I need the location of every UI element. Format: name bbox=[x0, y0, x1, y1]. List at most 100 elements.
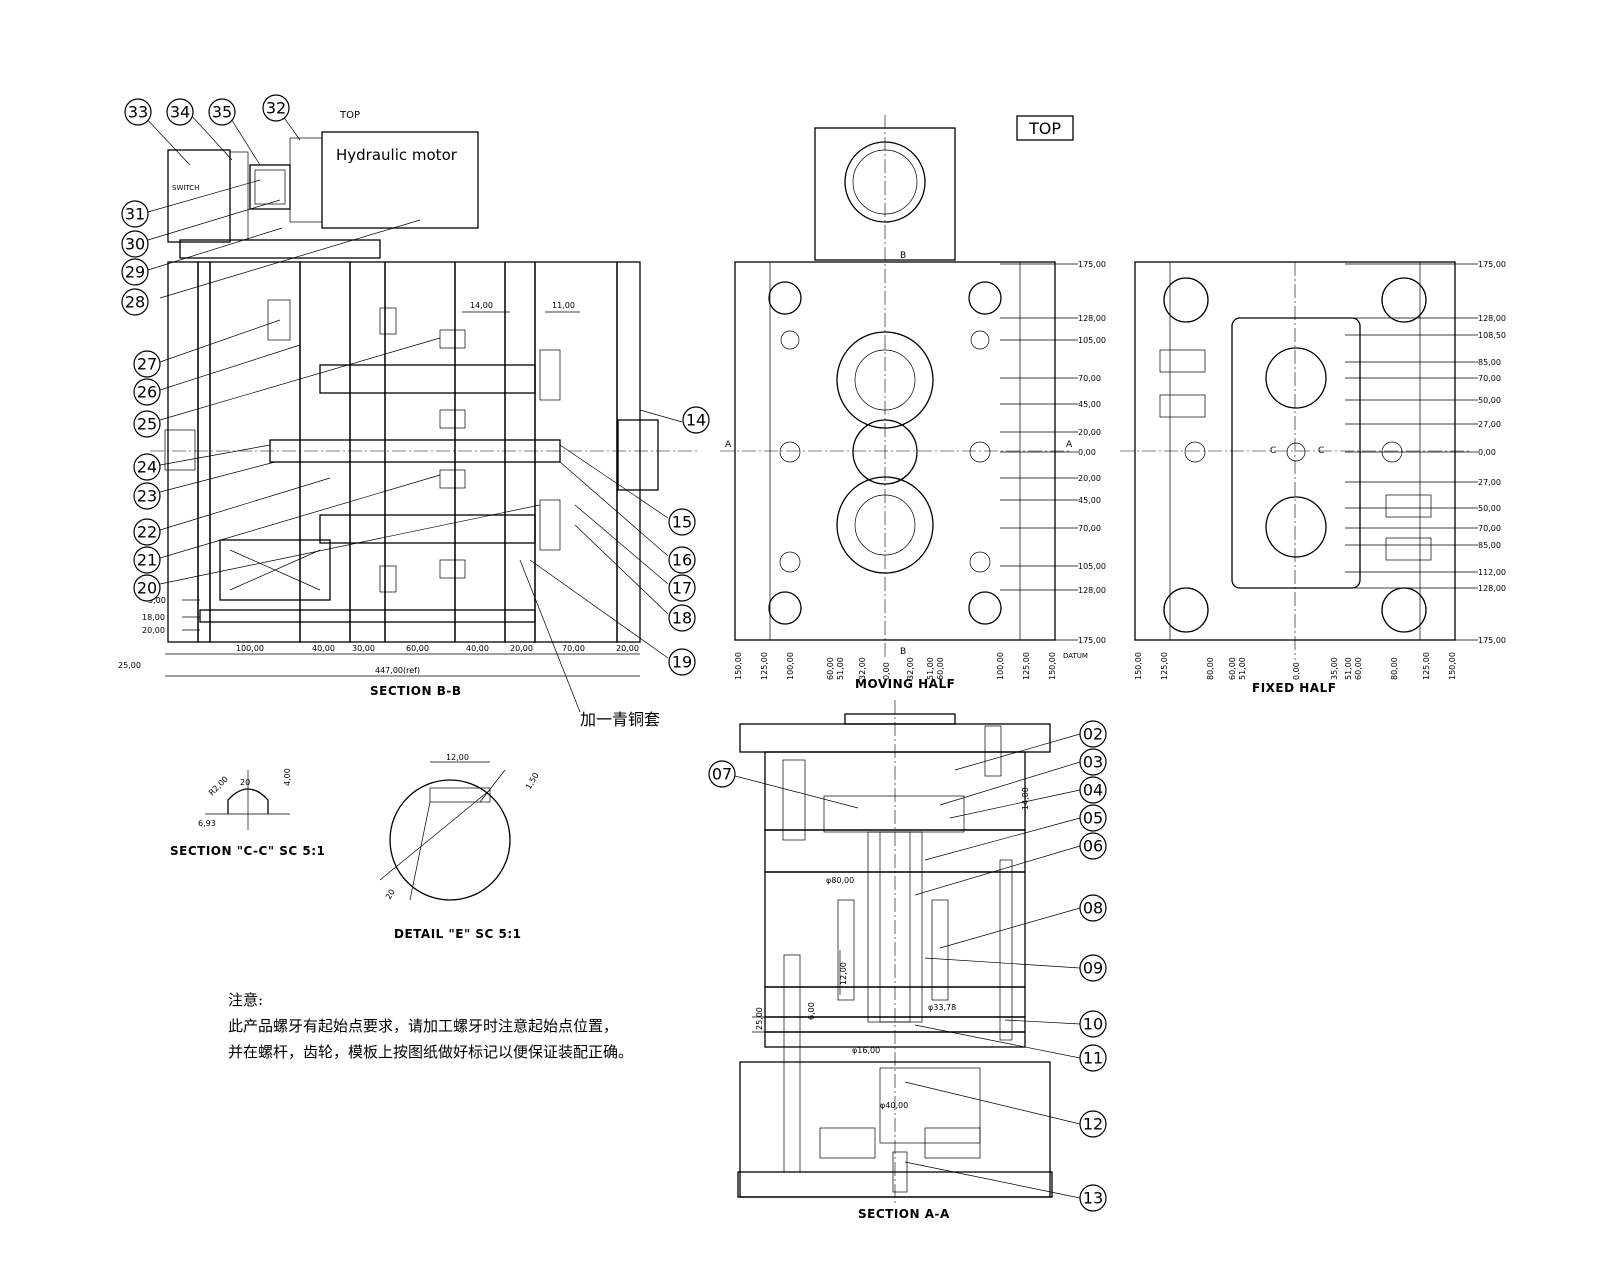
part-balloons: 33 34 35 32 31 30 29 28 27 26 25 24 23 2… bbox=[121, 94, 1107, 1212]
section-cc-title: SECTION "C-C" SC 5:1 bbox=[170, 844, 325, 858]
copper-sleeve-note: 加一青铜套 bbox=[580, 710, 660, 729]
balloon-03: 03 bbox=[1079, 748, 1107, 776]
moving-right-dim-6: 20,00 bbox=[1078, 428, 1101, 437]
svg-text:24: 24 bbox=[137, 458, 157, 477]
fixed-bottom-dims: 150,00 125,00 80,00 60,00 51,00 0,00 35,… bbox=[1134, 652, 1457, 680]
moving-right-dim-13: 175,00 bbox=[1078, 636, 1106, 645]
aa-dim-2: 12,00 bbox=[839, 962, 848, 985]
fixed-right-dim-13: 112,00 bbox=[1478, 568, 1506, 577]
svg-text:150,00: 150,00 bbox=[1048, 652, 1057, 680]
balloon-05: 05 bbox=[1079, 804, 1107, 832]
bb-dim-7: 100,00 bbox=[236, 644, 264, 653]
balloon-17: 17 bbox=[668, 574, 696, 602]
svg-text:B: B bbox=[900, 251, 906, 261]
svg-text:19: 19 bbox=[672, 653, 692, 672]
top-box: TOP bbox=[1016, 115, 1074, 141]
bb-dim-12: 20,00 bbox=[510, 644, 533, 653]
svg-text:150,00: 150,00 bbox=[734, 652, 743, 680]
svg-text:07: 07 bbox=[712, 765, 732, 784]
aa-dim-7: φ40,00 bbox=[880, 1101, 908, 1110]
svg-text:02: 02 bbox=[1083, 725, 1103, 744]
svg-text:08: 08 bbox=[1083, 899, 1103, 918]
bb-dim-11: 40,00 bbox=[466, 644, 489, 653]
svg-text:51,00: 51,00 bbox=[1344, 657, 1353, 680]
moving-right-dim-8: 20,00 bbox=[1078, 474, 1101, 483]
balloon-32: 32 bbox=[262, 94, 290, 122]
datum-label: DATUM bbox=[1063, 652, 1088, 660]
section-aa-title: SECTION A-A bbox=[858, 1207, 950, 1221]
svg-text:60,00: 60,00 bbox=[826, 657, 835, 680]
fixed-right-dim-5: 70,00 bbox=[1478, 374, 1501, 383]
svg-text:09: 09 bbox=[1083, 959, 1103, 978]
svg-text:125,00: 125,00 bbox=[1022, 652, 1031, 680]
fixed-half-view: 175,00 128,00 108,50 85,00 70,00 50,00 2… bbox=[1120, 260, 1506, 695]
bb-leaders bbox=[141, 111, 683, 713]
balloon-09: 09 bbox=[1079, 954, 1107, 982]
note-title: 注意: bbox=[228, 991, 264, 1009]
section-bb-title: SECTION B-B bbox=[370, 684, 462, 698]
bb-dim-15: 447,00(ref) bbox=[375, 666, 420, 675]
svg-text:05: 05 bbox=[1083, 809, 1103, 828]
fixed-right-dim-8: 0,00 bbox=[1478, 448, 1496, 457]
svg-text:03: 03 bbox=[1083, 753, 1103, 772]
balloon-14: 14 bbox=[682, 406, 710, 434]
svg-text:60,00: 60,00 bbox=[1354, 657, 1363, 680]
svg-text:150,00: 150,00 bbox=[1134, 652, 1143, 680]
bb-dim-5: 20,00 bbox=[142, 626, 165, 635]
fixed-right-dim-2: 128,00 bbox=[1478, 314, 1506, 323]
balloon-02: 02 bbox=[1079, 720, 1107, 748]
fixed-right-dim-7: 27,00 bbox=[1478, 420, 1501, 429]
svg-text:30: 30 bbox=[125, 235, 145, 254]
e-dim-2: 1,50 bbox=[524, 771, 541, 791]
aa-dim-lines bbox=[752, 950, 1000, 1063]
hydraulic-motor-label: Hydraulic motor bbox=[336, 146, 458, 164]
svg-text:35,00: 35,00 bbox=[1330, 657, 1339, 680]
svg-text:TOP: TOP bbox=[1028, 119, 1061, 138]
aa-dim-1: φ80,00 bbox=[826, 876, 854, 885]
moving-right-dim-11: 105,00 bbox=[1078, 562, 1106, 571]
svg-text:29: 29 bbox=[125, 263, 145, 282]
bb-dim-1: 14,00 bbox=[470, 301, 493, 310]
balloon-28: 28 bbox=[121, 288, 149, 316]
fixed-half-title: FIXED HALF bbox=[1252, 681, 1336, 695]
balloon-21: 21 bbox=[133, 546, 161, 574]
svg-text:51,00: 51,00 bbox=[926, 657, 935, 680]
svg-text:A: A bbox=[725, 440, 732, 450]
svg-text:125,00: 125,00 bbox=[1422, 652, 1431, 680]
moving-right-dim-2: 128,00 bbox=[1078, 314, 1106, 323]
svg-text:15: 15 bbox=[672, 513, 692, 532]
svg-text:80,00: 80,00 bbox=[1206, 657, 1215, 680]
fixed-right-dim-14: 128,00 bbox=[1478, 584, 1506, 593]
balloon-07: 07 bbox=[708, 760, 736, 788]
svg-text:51,00: 51,00 bbox=[1238, 657, 1247, 680]
svg-text:17: 17 bbox=[672, 579, 692, 598]
moving-right-dim-4: 70,00 bbox=[1078, 374, 1101, 383]
moving-bottom-dims: 150,00 125,00 100,00 60,00 51,00 32,00 0… bbox=[734, 652, 1057, 680]
svg-text:32,00: 32,00 bbox=[858, 657, 867, 680]
balloon-13: 13 bbox=[1079, 1184, 1107, 1212]
svg-text:13: 13 bbox=[1083, 1189, 1103, 1208]
svg-text:80,00: 80,00 bbox=[1390, 657, 1399, 680]
moving-dim-lines bbox=[1000, 263, 1078, 641]
svg-text:100,00: 100,00 bbox=[996, 652, 1005, 680]
fixed-right-dim-11: 70,00 bbox=[1478, 524, 1501, 533]
moving-right-dim-5: 45,00 bbox=[1078, 400, 1101, 409]
aa-dim-3: 25,00 bbox=[755, 1007, 764, 1030]
moving-right-dim-1: 175,00 bbox=[1078, 260, 1106, 269]
svg-text:10: 10 bbox=[1083, 1015, 1103, 1034]
balloon-22: 22 bbox=[133, 518, 161, 546]
bb-dim-4: 18,00 bbox=[142, 613, 165, 622]
svg-text:27: 27 bbox=[137, 355, 157, 374]
bb-dim-14: 20,00 bbox=[616, 644, 639, 653]
balloon-10: 10 bbox=[1079, 1010, 1107, 1038]
balloon-25: 25 bbox=[133, 410, 161, 438]
svg-text:125,00: 125,00 bbox=[1160, 652, 1169, 680]
balloon-04: 04 bbox=[1079, 776, 1107, 804]
fixed-right-dim-15: 175,00 bbox=[1478, 636, 1506, 645]
aa-dim-4: 6,00 bbox=[807, 1002, 816, 1020]
balloon-33: 33 bbox=[124, 98, 152, 126]
balloon-35: 35 bbox=[208, 98, 236, 126]
balloon-16: 16 bbox=[668, 546, 696, 574]
svg-text:33: 33 bbox=[128, 103, 148, 122]
